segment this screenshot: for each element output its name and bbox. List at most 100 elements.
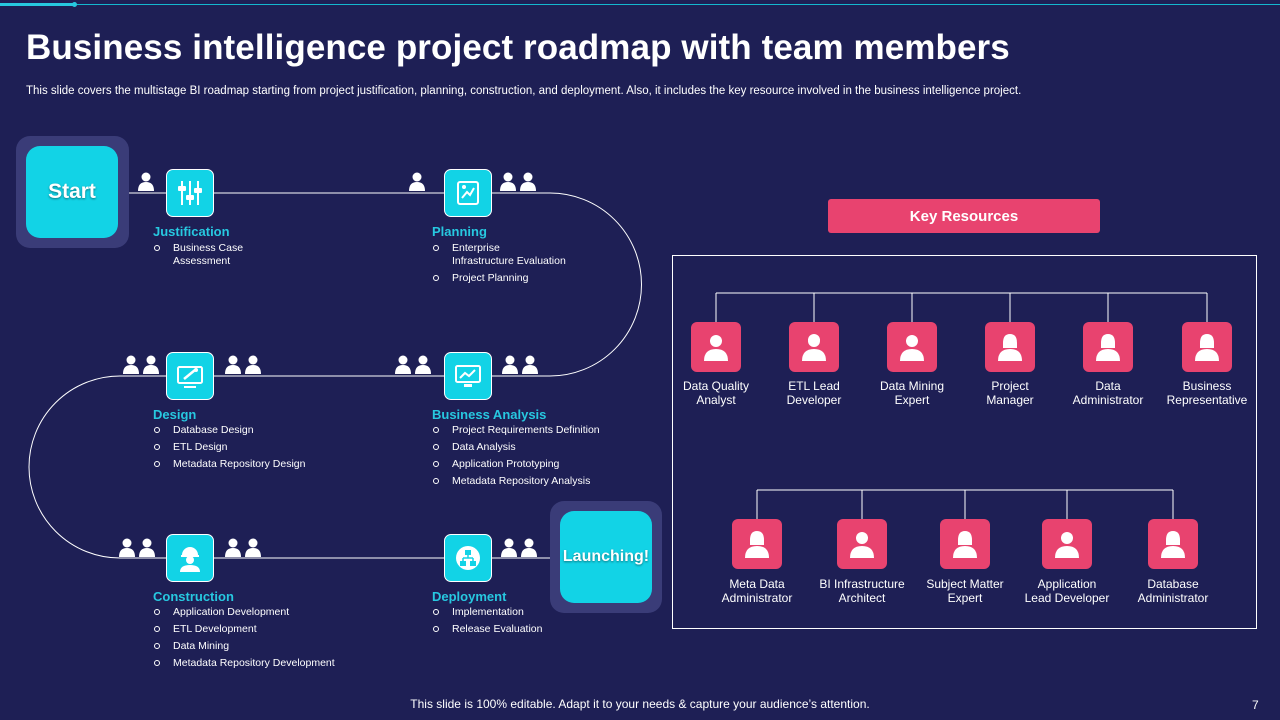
female-user-icon bbox=[1182, 322, 1232, 372]
planning-board-icon bbox=[444, 169, 492, 217]
resource-label-line-2: Manager bbox=[986, 393, 1034, 407]
people-group bbox=[137, 171, 155, 191]
person-icon bbox=[522, 355, 538, 374]
list-item: Enterprise bbox=[432, 242, 566, 255]
person-icon bbox=[502, 355, 518, 374]
people-group bbox=[118, 537, 156, 557]
list-item: Business Case bbox=[153, 242, 243, 255]
list-item: Project Planning bbox=[432, 272, 566, 285]
list-item-continuation: Infrastructure Evaluation bbox=[452, 255, 566, 267]
people-group bbox=[501, 354, 539, 374]
list-item: Data Mining bbox=[153, 640, 335, 653]
list-item: Application Development bbox=[153, 606, 335, 619]
sliders-icon bbox=[166, 169, 214, 217]
female-user-icon bbox=[985, 322, 1035, 372]
resource-label-line-2: Analyst bbox=[696, 393, 736, 407]
people-group bbox=[499, 171, 537, 191]
stage-title-planning: Planning bbox=[432, 224, 487, 239]
list-item: ETL Design bbox=[153, 441, 306, 454]
list-item: Metadata Repository Development bbox=[153, 657, 335, 670]
resource-label-line-1: Data bbox=[1095, 379, 1121, 393]
stage-list-deployment: Implementation Release Evaluation bbox=[432, 606, 542, 640]
people-group bbox=[408, 171, 426, 191]
person-icon bbox=[139, 538, 155, 557]
resource-label-line-1: BI Infrastructure bbox=[819, 577, 905, 591]
female-suit-user-icon bbox=[940, 519, 990, 569]
worker-user-icon bbox=[789, 322, 839, 372]
stage-title-construction: Construction bbox=[153, 589, 234, 604]
list-item: Project Requirements Definition bbox=[432, 424, 600, 437]
stage-title-justification: Justification bbox=[153, 224, 230, 239]
list-item: ETL Development bbox=[153, 623, 335, 636]
people-group bbox=[500, 537, 538, 557]
key-resources-panel bbox=[672, 255, 1257, 629]
stage-title-business-analysis: Business Analysis bbox=[432, 407, 547, 422]
male-user-icon bbox=[1042, 519, 1092, 569]
people-group bbox=[394, 354, 432, 374]
resource-label-line-1: Data Mining bbox=[879, 379, 945, 393]
top-rule-accent bbox=[0, 3, 74, 6]
list-item-continuation: Assessment bbox=[173, 255, 231, 267]
person-icon bbox=[415, 355, 431, 374]
resource-label-line-1: Subject Matter bbox=[926, 577, 1004, 591]
slide-subtitle: This slide covers the multistage BI road… bbox=[26, 85, 1022, 97]
person-icon bbox=[500, 172, 516, 191]
deployment-network-icon bbox=[444, 534, 492, 582]
design-tools-icon bbox=[166, 352, 214, 400]
person-icon bbox=[501, 538, 517, 557]
resource-label-line-2: Administrator bbox=[1072, 393, 1144, 407]
resource-label-line-1: Database bbox=[1147, 577, 1199, 591]
people-group bbox=[122, 354, 160, 374]
stage-list-justification: Business Case Assessment bbox=[153, 242, 243, 272]
person-icon bbox=[409, 172, 425, 191]
list-item: Application Prototyping bbox=[432, 458, 600, 471]
person-icon bbox=[138, 172, 154, 191]
female-suit-user-icon bbox=[1083, 322, 1133, 372]
stage-list-design: Database Design ETL Design Metadata Repo… bbox=[153, 424, 306, 475]
female-suit-user-icon bbox=[1148, 519, 1198, 569]
person-icon bbox=[245, 538, 261, 557]
stage-list-construction: Application Development ETL Development … bbox=[153, 606, 335, 674]
stage-list-planning: Enterprise Infrastructure Evaluation Pro… bbox=[432, 242, 566, 289]
list-item: Metadata Repository Design bbox=[153, 458, 306, 471]
launch-node: Launching! bbox=[550, 501, 662, 613]
person-icon bbox=[225, 355, 241, 374]
resource-label-line-2: Architect bbox=[838, 591, 886, 605]
list-item: Database Design bbox=[153, 424, 306, 437]
person-icon bbox=[123, 355, 139, 374]
person-icon bbox=[520, 172, 536, 191]
resource-label-line-2: Developer bbox=[786, 393, 842, 407]
footer-note: This slide is 100% editable. Adapt it to… bbox=[410, 697, 870, 711]
resource-label-line-1: Application bbox=[1037, 577, 1097, 591]
list-item: Metadata Repository Analysis bbox=[432, 475, 600, 488]
female-user-icon bbox=[732, 519, 782, 569]
male-user-icon bbox=[837, 519, 887, 569]
resource-label-line-2: Expert bbox=[894, 393, 930, 407]
person-icon bbox=[119, 538, 135, 557]
launching-button[interactable]: Launching! bbox=[560, 511, 652, 603]
resource-label-line-2: Administrator bbox=[721, 591, 793, 605]
people-group bbox=[224, 537, 262, 557]
start-node: Start bbox=[16, 136, 129, 248]
resource-label-line-2: Lead Developer bbox=[1024, 591, 1110, 605]
stage-title-deployment: Deployment bbox=[432, 589, 507, 604]
construction-worker-icon bbox=[166, 534, 214, 582]
slide-title: Business intelligence project roadmap wi… bbox=[26, 28, 1010, 67]
resource-label-line-1: ETL Lead bbox=[788, 379, 840, 393]
person-icon bbox=[225, 538, 241, 557]
start-button[interactable]: Start bbox=[26, 146, 118, 238]
person-icon bbox=[521, 538, 537, 557]
resource-label-line-2: Administrator bbox=[1137, 591, 1209, 605]
page-number: 7 bbox=[1252, 698, 1259, 712]
resource-label-line-2: Representative bbox=[1166, 393, 1248, 407]
key-resources-banner: Key Resources bbox=[828, 199, 1100, 233]
resource-label-line-1: Meta Data bbox=[729, 577, 785, 591]
